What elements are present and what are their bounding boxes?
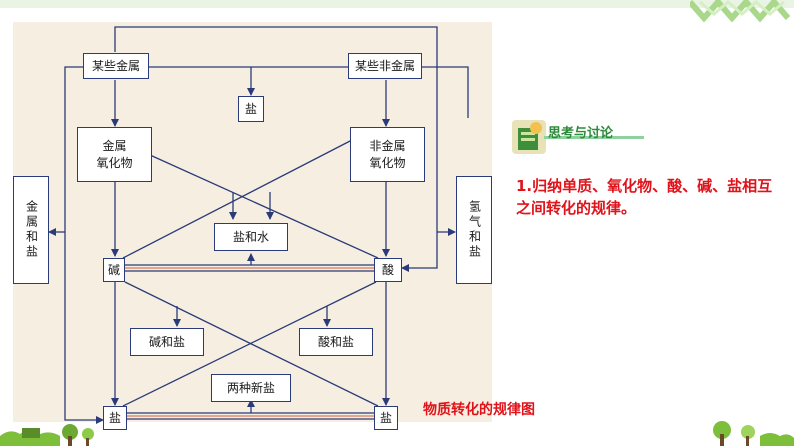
- node-nonmetal-oxide: 非金属 氧化物: [350, 127, 425, 182]
- diagram-caption: 物质转化的规律图: [423, 402, 535, 418]
- discussion-question: 1.归纳单质、氧化物、酸、碱、盐相互之间转化的规律。: [516, 177, 773, 217]
- node-some-nonmetals: 某些非金属: [348, 53, 422, 79]
- node-two-new-salts: 两种新盐: [211, 374, 291, 402]
- node-salt-and-water: 盐和水: [214, 223, 288, 251]
- node-base-and-salt: 碱和盐: [130, 328, 204, 356]
- node-salt-top: 盐: [238, 96, 264, 122]
- node-acid-and-salt: 酸和盐: [299, 328, 373, 356]
- zigzag-decoration-icon: [690, 0, 791, 22]
- think-discuss-badge-icon: [512, 120, 644, 154]
- node-hydrogen-and-salt: 氢气和盐: [456, 176, 492, 284]
- node-salt-left: 盐: [103, 406, 127, 430]
- node-metal-and-salt: 金属和盐: [13, 176, 49, 284]
- grass-tree-decoration-icon: [0, 424, 94, 446]
- node-acid: 酸: [374, 258, 402, 282]
- tree-decoration-icon: [713, 421, 794, 446]
- node-some-metals: 某些金属: [83, 53, 149, 79]
- think-discuss-label: 思考与讨论: [548, 126, 614, 141]
- node-metal-oxide: 金属 氧化物: [77, 127, 152, 182]
- node-salt-right: 盐: [374, 406, 398, 430]
- node-base: 碱: [103, 258, 125, 282]
- top-decoration-strip: [0, 0, 794, 8]
